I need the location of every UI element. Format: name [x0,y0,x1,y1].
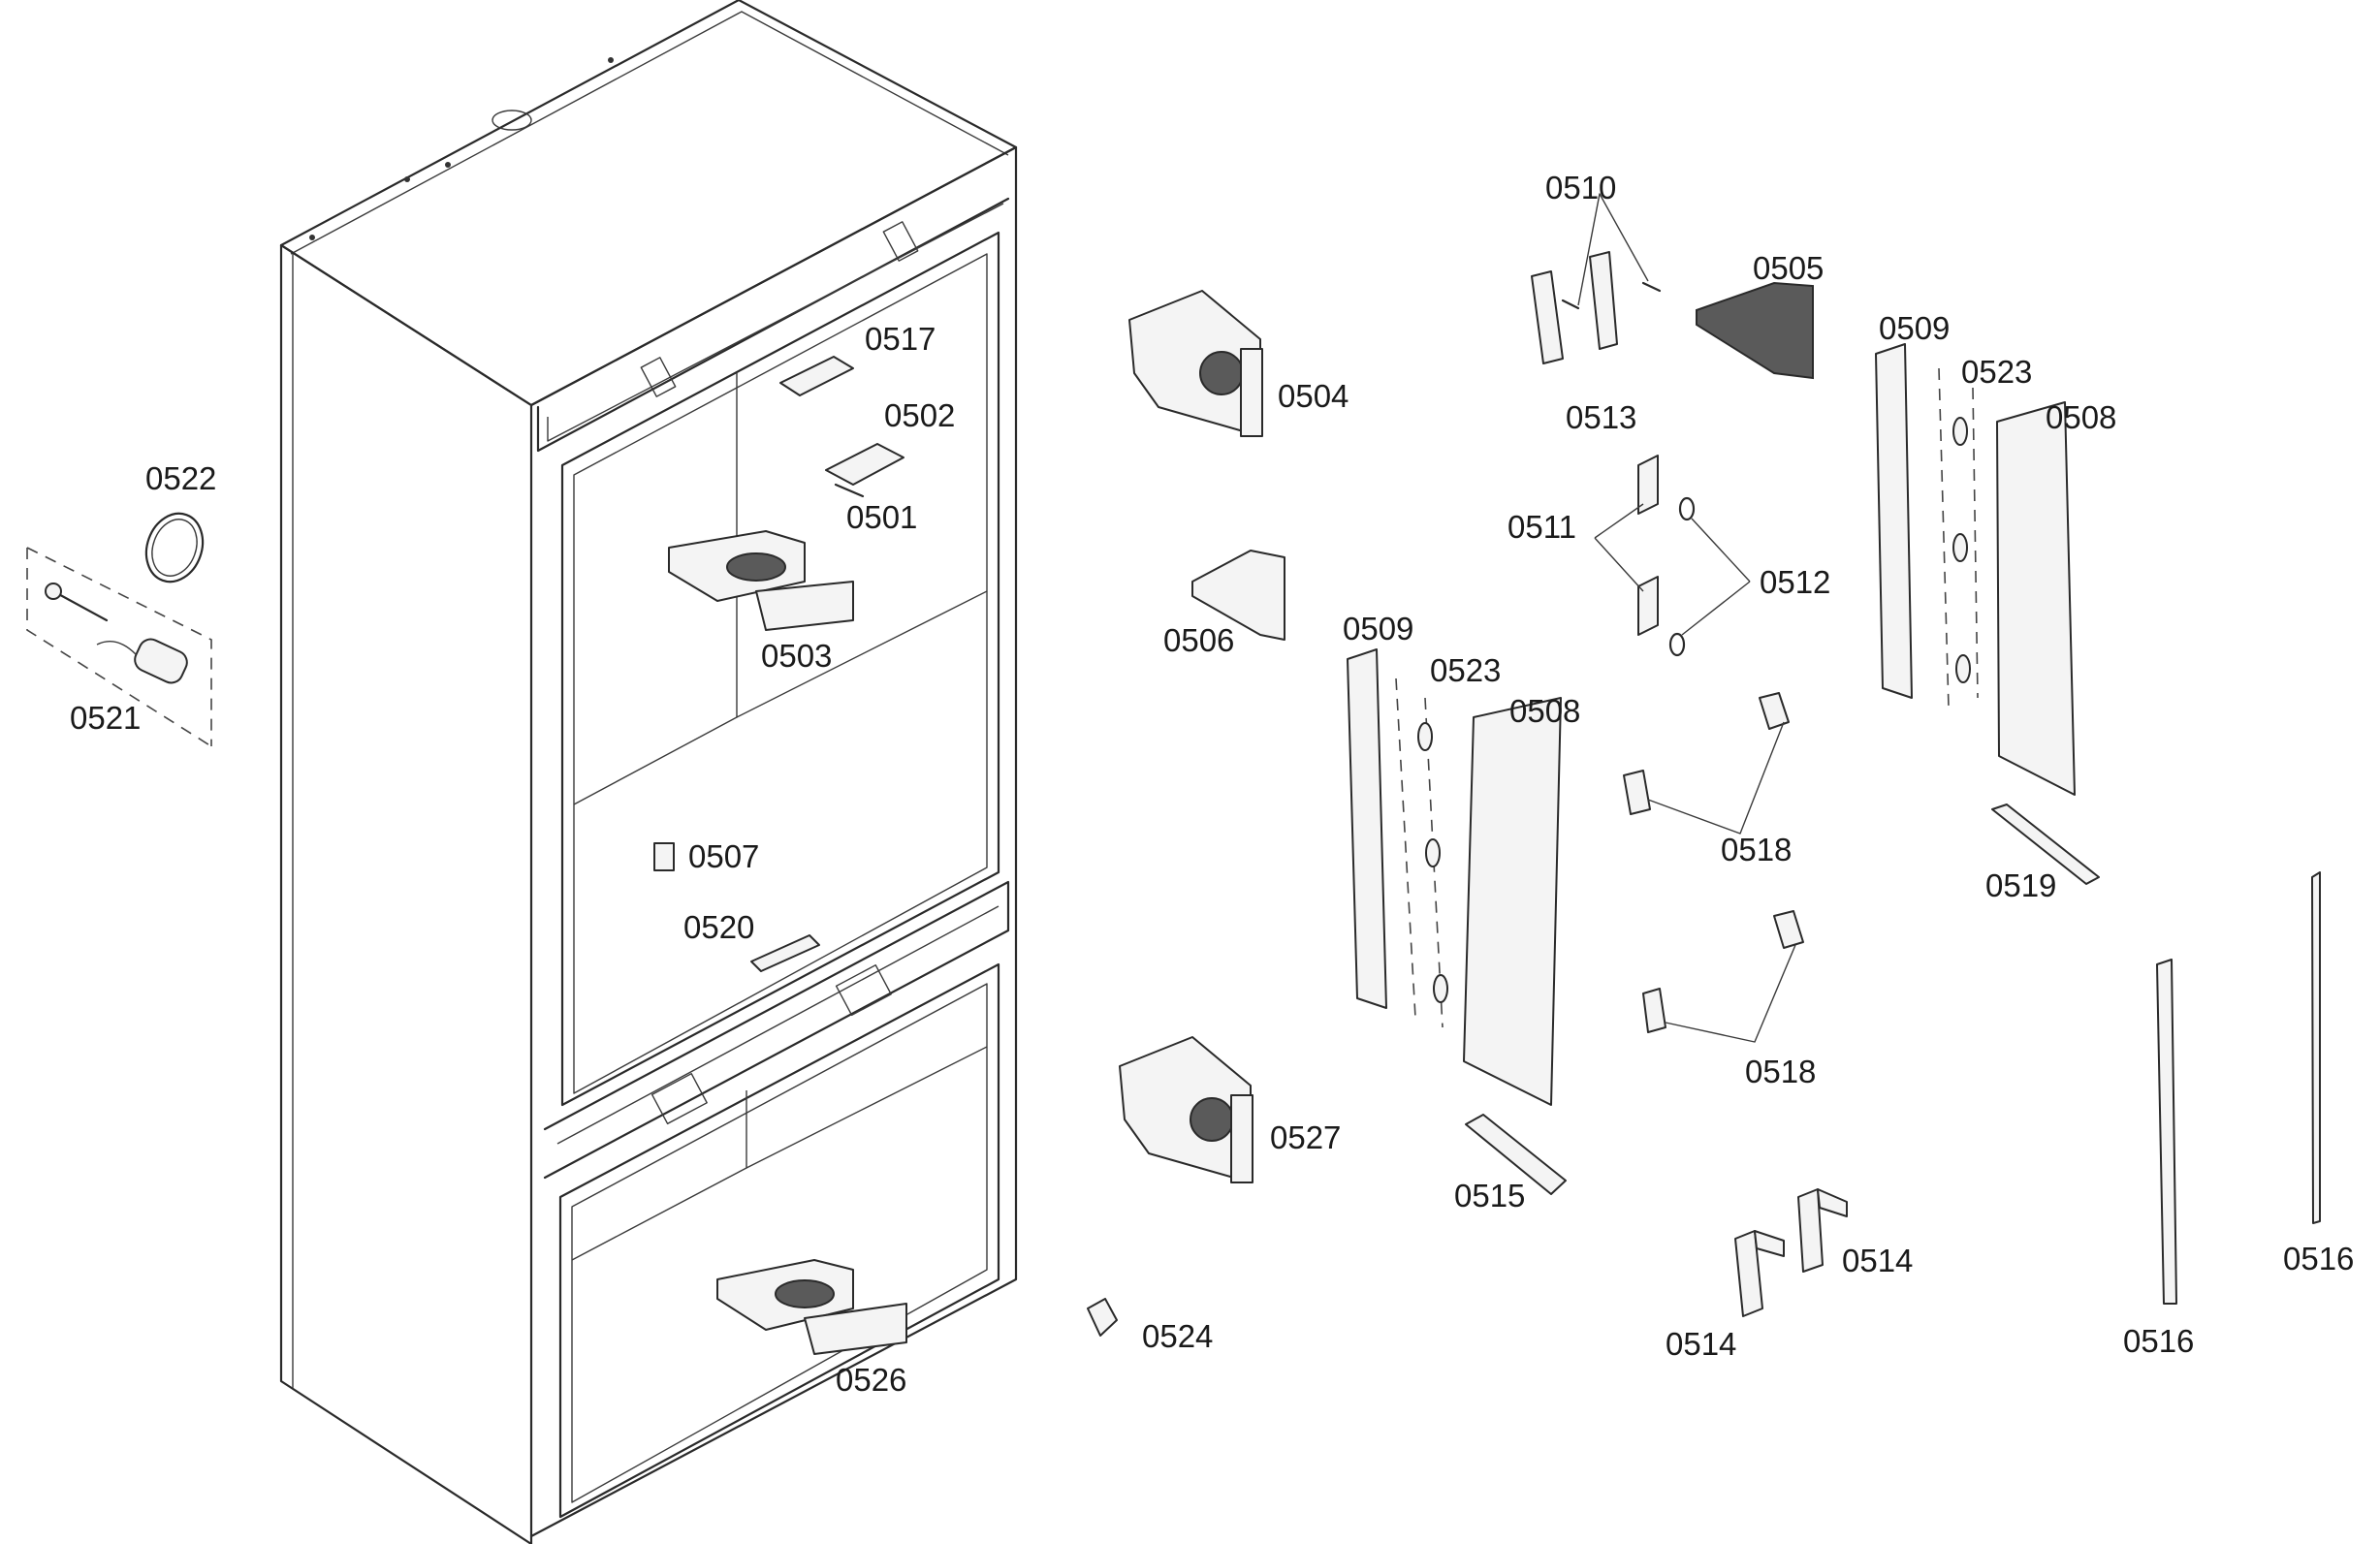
label-0502: 0502 [884,397,955,433]
label-0519: 0519 [1985,867,2056,903]
part-0527-hinge [1119,1036,1253,1183]
part-0512-clips [1668,496,1751,657]
label-0527: 0527 [1270,1119,1341,1155]
part-0508-panel-right [1996,401,2076,796]
part-0515-rail [1465,1114,1567,1195]
part-0510-screws [1561,193,1662,310]
part-0514-brackets [1734,1188,1848,1317]
label-0526: 0526 [836,1362,906,1398]
label-0509-right: 0509 [1879,310,1950,346]
label-0520: 0520 [683,909,754,945]
label-0507: 0507 [688,838,759,874]
part-0501-screw [834,483,865,498]
label-0524: 0524 [1142,1318,1213,1354]
label-0504: 0504 [1278,378,1349,414]
part-0524-clip [1087,1298,1118,1337]
part-0518-clips-lower [1642,910,1804,1043]
label-0516-left: 0516 [2123,1323,2194,1359]
label-0523-left: 0523 [1430,652,1501,688]
part-0502-plate [825,443,904,486]
part-0506-bracket [1191,550,1285,641]
part-0526-hinge [716,1259,907,1355]
label-0510: 0510 [1545,170,1616,205]
label-0501: 0501 [846,499,917,535]
part-0513-plates [1531,251,1618,364]
label-0506: 0506 [1163,622,1234,658]
label-0503: 0503 [761,638,832,674]
part-0509-trim-left [1347,648,1387,1009]
label-0515: 0515 [1454,1178,1525,1213]
label-0511: 0511 [1507,509,1576,545]
part-0519-rail [1991,804,2100,885]
part-0503-hinge [668,530,854,631]
part-0509-trim-right [1875,343,1913,699]
part-0518-clips-upper [1623,692,1790,835]
label-0505: 0505 [1753,250,1824,286]
refrigerator-cabinet [279,0,1018,1544]
part-0523-bulbs-left [1395,677,1448,1028]
label-0514-right: 0514 [1842,1243,1913,1278]
label-0518-lower: 0518 [1745,1054,1816,1089]
label-0523-right: 0523 [1961,354,2032,390]
label-0516-right: 0516 [2283,1241,2354,1276]
label-0512: 0512 [1760,564,1830,600]
label-0508-right: 0508 [2046,399,2116,435]
part-0516-strip-left [2156,959,2177,1305]
label-0514-left: 0514 [1666,1326,1736,1362]
label-0521: 0521 [70,700,141,736]
part-0505-cover [1696,281,1814,380]
label-0513: 0513 [1566,399,1636,435]
label-0522: 0522 [145,460,216,496]
part-0516-strip-right [2311,871,2321,1224]
part-0508-panel-left [1463,697,1562,1106]
label-0518-upper: 0518 [1721,832,1792,867]
part-0521-assembly [26,547,212,747]
part-0523-bulbs-right [1938,367,1979,709]
part-0522-ring [144,512,205,583]
part-0511-brackets [1594,455,1659,636]
label-0517: 0517 [865,321,936,357]
label-0508-left: 0508 [1509,693,1580,729]
part-0507-block [653,842,675,871]
part-0520-strip [750,934,820,972]
part-0504-hinge [1128,290,1263,437]
part-labels: 0510 0505 0509 0523 0508 0517 0502 0501 … [70,170,2354,1398]
label-0509-left: 0509 [1343,611,1413,646]
part-0517-bracket [779,356,854,396]
